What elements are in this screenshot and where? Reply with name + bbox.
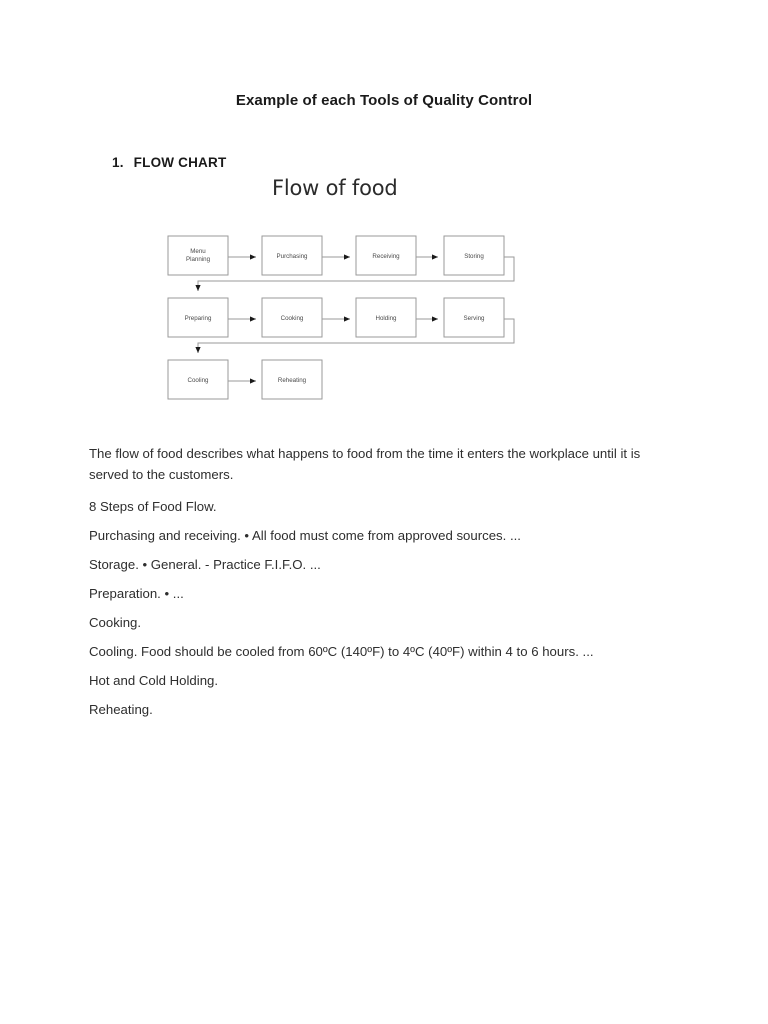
node-storing-label: Storing bbox=[464, 253, 484, 260]
paragraph-hot-cold-holding: Hot and Cold Holding. bbox=[89, 673, 219, 688]
flow-chart-diagram: Menu Planning Purchasing Receiving Stori… bbox=[167, 235, 515, 400]
page-title: Example of each Tools of Quality Control bbox=[235, 92, 533, 109]
paragraph-preparation: Preparation. • ... bbox=[89, 586, 184, 601]
node-menu-planning-label-line1: Menu bbox=[190, 248, 206, 255]
node-menu-planning bbox=[167, 235, 229, 276]
flow-of-food-figure: Flow of food Menu Planning Purchasing Re… bbox=[160, 176, 540, 426]
figure-title: Flow of food bbox=[272, 176, 398, 200]
node-serving bbox=[443, 297, 505, 338]
node-preparing bbox=[167, 297, 229, 338]
node-cooling bbox=[167, 359, 229, 400]
node-cooking-label: Cooking bbox=[281, 315, 304, 322]
node-cooling-label: Cooling bbox=[188, 377, 210, 384]
node-reheating-label: Reheating bbox=[278, 377, 307, 384]
paragraph-purchasing: Purchasing and receiving. • All food mus… bbox=[89, 528, 521, 543]
node-receiving-label: Receiving bbox=[372, 253, 400, 260]
section-number: 1. bbox=[112, 155, 124, 170]
node-storing bbox=[443, 235, 505, 276]
paragraph-flow-description: The flow of food describes what happens … bbox=[89, 446, 641, 482]
paragraph-storage: Storage. • General. - Practice F.I.F.O. … bbox=[89, 557, 321, 572]
paragraph-steps-intro: 8 Steps of Food Flow. bbox=[89, 499, 217, 514]
paragraph-cooking: Cooking. bbox=[89, 615, 142, 630]
edge-serving-cooling bbox=[195, 318, 515, 353]
node-reheating bbox=[261, 359, 323, 400]
node-serving-label: Serving bbox=[464, 315, 486, 322]
node-preparing-label: Preparing bbox=[185, 315, 212, 322]
paragraph-reheating: Reheating. bbox=[89, 702, 153, 717]
node-purchasing bbox=[261, 235, 323, 276]
node-holding-label: Holding bbox=[376, 315, 398, 322]
edge-storing-preparing bbox=[195, 256, 515, 291]
node-holding bbox=[355, 297, 417, 338]
section-label: FLOW CHART bbox=[133, 155, 227, 170]
node-menu-planning-label-line2: Planning bbox=[186, 256, 211, 263]
node-receiving bbox=[355, 235, 417, 276]
body-text: The flow of food describes what happens … bbox=[89, 444, 669, 729]
node-cooking bbox=[261, 297, 323, 338]
section-heading-flow-chart: 1. FLOW CHART bbox=[112, 155, 226, 170]
paragraph-cooling: Cooling. Food should be cooled from 60ºC… bbox=[89, 644, 594, 659]
node-purchasing-label: Purchasing bbox=[277, 253, 309, 260]
